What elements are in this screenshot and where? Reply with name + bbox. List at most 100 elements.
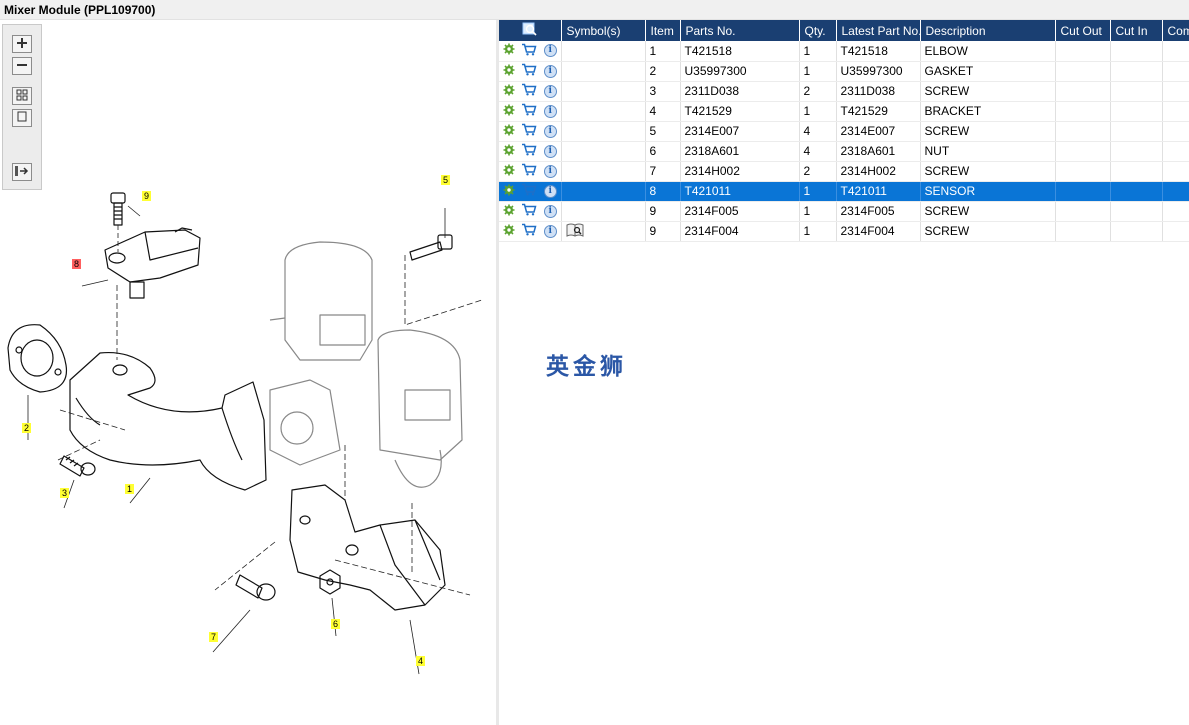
gear-icon[interactable]: [503, 224, 515, 239]
gear-icon[interactable]: [503, 164, 515, 179]
info-icon[interactable]: i: [543, 124, 557, 138]
actual-size-icon: [17, 111, 27, 122]
row-qty: 2: [799, 161, 837, 182]
row-description: SCREW: [920, 201, 1056, 222]
info-icon[interactable]: i: [543, 184, 557, 198]
row-description: SCREW: [920, 121, 1056, 142]
zoom-out-button[interactable]: [12, 57, 32, 75]
parts-illustration: [7, 192, 483, 675]
actual-size-button[interactable]: [12, 109, 32, 127]
callout-8[interactable]: 8: [72, 259, 82, 269]
row-description: SCREW: [920, 221, 1056, 242]
cart-icon[interactable]: [521, 203, 537, 219]
info-icon[interactable]: i: [543, 84, 557, 98]
row-cut-out: [1055, 61, 1111, 82]
row-qty: 2: [799, 81, 837, 102]
table-row[interactable]: i 3 2311D038 2 2311D038 SCREW: [499, 81, 1189, 102]
gear-icon[interactable]: [503, 204, 515, 219]
column-part-no[interactable]: Parts No.: [680, 20, 800, 41]
table-row[interactable]: i 9 2314F005 1 2314F005 SCREW: [499, 201, 1189, 222]
cart-icon[interactable]: [521, 123, 537, 139]
bracket-4-drawing[interactable]: [289, 484, 446, 611]
cart-icon[interactable]: [521, 83, 537, 99]
sensor-8-drawing[interactable]: [104, 227, 201, 299]
callout-6[interactable]: 6: [331, 619, 341, 629]
callout-1[interactable]: 1: [125, 484, 135, 494]
gear-icon[interactable]: [503, 104, 515, 119]
callout-4[interactable]: 4: [416, 656, 426, 666]
info-icon[interactable]: i: [543, 64, 557, 78]
row-comment: [1162, 101, 1189, 122]
table-row[interactable]: i 7 2314H002 2 2314H002 SCREW: [499, 161, 1189, 182]
column-item[interactable]: Item: [645, 20, 681, 41]
cart-icon[interactable]: [521, 183, 537, 199]
elbow-1-drawing[interactable]: [69, 351, 267, 491]
table-row[interactable]: i 5 2314E007 4 2314E007 SCREW: [499, 121, 1189, 142]
column-qty[interactable]: Qty.: [799, 20, 837, 41]
exploded-diagram-panel[interactable]: 9 8 5 2 3 1 7 6 4: [0, 20, 496, 725]
cart-icon[interactable]: [521, 143, 537, 159]
callout-3[interactable]: 3: [60, 488, 70, 498]
fit-all-button[interactable]: [12, 87, 32, 105]
watermark-text: 英金狮: [546, 354, 627, 380]
cart-icon[interactable]: [521, 43, 537, 59]
screw-9-drawing[interactable]: [110, 192, 126, 226]
table-row[interactable]: i 6 2318A601 4 2318A601 NUT: [499, 141, 1189, 162]
row-qty: 4: [799, 141, 837, 162]
info-icon[interactable]: i: [543, 44, 557, 58]
column-symbols[interactable]: Symbol(s): [561, 20, 646, 41]
table-row[interactable]: i 9 2314F004 1 2314F004 SCREW: [499, 221, 1189, 242]
row-latest-part-no: 2314F004: [836, 221, 921, 242]
callout-9[interactable]: 9: [142, 191, 152, 201]
row-qty: 1: [799, 181, 837, 202]
nut-6-drawing[interactable]: [319, 569, 341, 595]
callout-2[interactable]: 2: [22, 423, 32, 433]
cart-icon[interactable]: [521, 163, 537, 179]
row-symbol: [561, 81, 646, 102]
row-item: 4: [645, 101, 681, 122]
row-actions: i: [499, 101, 562, 122]
info-icon[interactable]: i: [543, 144, 557, 158]
screw-3-drawing[interactable]: [59, 455, 96, 477]
column-latest-part-no[interactable]: Latest Part No.: [836, 20, 921, 41]
cart-icon[interactable]: [521, 223, 537, 239]
parts-table-body: i 1 T421518 1 T421518 ELBOW i 2 U3599730…: [499, 41, 1189, 242]
info-icon[interactable]: i: [543, 204, 557, 218]
column-cut-in[interactable]: Cut In: [1110, 20, 1163, 41]
callout-7[interactable]: 7: [209, 632, 219, 642]
table-row[interactable]: i 4 T421529 1 T421529 BRACKET: [499, 101, 1189, 122]
cart-icon[interactable]: [521, 63, 537, 79]
row-comment: [1162, 161, 1189, 182]
column-cut-out[interactable]: Cut Out: [1055, 20, 1111, 41]
row-actions: i: [499, 181, 562, 202]
search-parts-icon[interactable]: [522, 22, 538, 36]
toggle-list-button[interactable]: [12, 163, 32, 181]
column-actions[interactable]: [499, 20, 562, 41]
zoom-in-button[interactable]: [12, 35, 32, 53]
table-row[interactable]: i 1 T421518 1 T421518 ELBOW: [499, 41, 1189, 62]
row-part-no: T421529: [680, 101, 800, 122]
info-icon[interactable]: i: [543, 104, 557, 118]
cart-icon[interactable]: [521, 103, 537, 119]
row-cut-in: [1110, 141, 1163, 162]
info-icon[interactable]: i: [543, 224, 557, 238]
gear-icon[interactable]: [503, 124, 515, 139]
gear-icon[interactable]: [503, 64, 515, 79]
gear-icon[interactable]: [503, 144, 515, 159]
table-row[interactable]: i 2 U35997300 1 U35997300 GASKET: [499, 61, 1189, 82]
row-actions: i: [499, 141, 562, 162]
gear-icon[interactable]: [503, 43, 515, 58]
gear-icon[interactable]: [503, 84, 515, 99]
column-description[interactable]: Description: [920, 20, 1056, 41]
gasket-2-drawing[interactable]: [7, 324, 68, 393]
row-actions: i: [499, 121, 562, 142]
screw-5-drawing[interactable]: [409, 234, 453, 261]
book-search-icon[interactable]: [566, 223, 584, 240]
table-row[interactable]: i 8 T421011 1 T421011 SENSOR: [499, 181, 1189, 202]
info-icon[interactable]: i: [543, 164, 557, 178]
column-comment[interactable]: Comment: [1162, 20, 1189, 41]
callout-5[interactable]: 5: [441, 175, 451, 185]
screw-7-drawing[interactable]: [235, 574, 276, 601]
panel-splitter[interactable]: [496, 20, 499, 725]
gear-icon[interactable]: [503, 184, 515, 199]
